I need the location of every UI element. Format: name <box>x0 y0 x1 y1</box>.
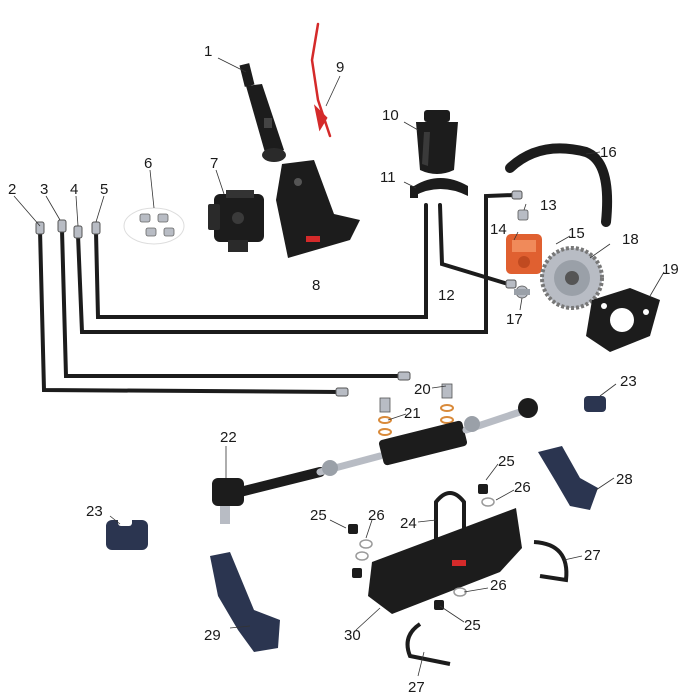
callout-19: 19 <box>662 261 679 278</box>
callout-23-right: 23 <box>620 373 637 390</box>
adapter-plate <box>586 288 660 352</box>
callout-25-left: 25 <box>310 507 327 524</box>
callout-23-left: 23 <box>86 503 103 520</box>
u-bolt-upper <box>434 491 466 540</box>
axle-bracket <box>368 508 522 614</box>
callout-26-left: 26 <box>368 507 385 524</box>
callout-4: 4 <box>70 181 78 198</box>
steering-column <box>239 63 286 162</box>
callout-3: 3 <box>40 181 48 198</box>
callout-21: 21 <box>404 405 421 422</box>
hose-5 <box>94 203 428 319</box>
bracket-nuts <box>348 484 488 610</box>
steering-arm-right <box>538 446 598 510</box>
banjo-bolts <box>379 383 453 413</box>
callout-28: 28 <box>616 471 633 488</box>
callout-27-bottom: 27 <box>408 679 425 696</box>
callout-29: 29 <box>204 627 221 644</box>
hose-12 <box>438 203 510 286</box>
drive-gear <box>540 246 604 310</box>
callout-24: 24 <box>400 515 417 532</box>
pivot-mount-right <box>584 396 606 412</box>
nut-set <box>123 207 185 245</box>
callout-20: 20 <box>414 381 431 398</box>
callout-18: 18 <box>622 231 639 248</box>
steering-valve <box>208 190 264 252</box>
valve-bracket <box>276 160 360 258</box>
callout-8: 8 <box>312 277 320 294</box>
u-bolt-bottom <box>405 622 451 666</box>
steering-cylinder <box>212 398 538 524</box>
callout-15: 15 <box>568 225 585 242</box>
reservoir-clamp <box>410 178 468 198</box>
leader-lines <box>13 57 665 677</box>
copper-washers <box>378 404 454 436</box>
callout-26-lower: 26 <box>490 577 507 594</box>
callout-12: 12 <box>438 287 455 304</box>
hose-4 <box>76 193 516 334</box>
callout-9: 9 <box>336 59 344 76</box>
hose-3 <box>60 228 402 378</box>
callout-6: 6 <box>144 155 152 172</box>
callout-30: 30 <box>344 627 361 644</box>
hydraulic-reservoir <box>416 110 458 174</box>
callout-7: 7 <box>210 155 218 172</box>
callout-17: 17 <box>506 311 523 328</box>
pivot-mount-left <box>106 516 148 550</box>
callout-22: 22 <box>220 429 237 446</box>
callout-5: 5 <box>100 181 108 198</box>
callout-25-upper: 25 <box>498 453 515 470</box>
callout-25-lower: 25 <box>464 617 481 634</box>
callout-13: 13 <box>540 197 557 214</box>
callout-16: 16 <box>600 144 617 161</box>
callout-11: 11 <box>380 169 396 186</box>
hose-2 <box>38 228 342 394</box>
callout-labels: 1 2 3 4 5 6 7 8 9 10 11 12 13 14 15 16 1… <box>8 43 679 696</box>
callout-1: 1 <box>204 43 212 60</box>
steering-arm-left <box>210 552 280 652</box>
return-hose <box>505 143 613 227</box>
banjo-fitting <box>514 285 530 299</box>
callout-26-upper: 26 <box>514 479 531 496</box>
hydraulic-pump <box>506 234 542 274</box>
u-bolt-right <box>533 540 569 583</box>
red-lever <box>310 22 332 138</box>
callout-2: 2 <box>8 181 16 198</box>
callout-27-right: 27 <box>584 547 601 564</box>
pump-fitting <box>517 209 529 221</box>
callout-14: 14 <box>490 221 507 238</box>
callout-10: 10 <box>382 107 399 124</box>
